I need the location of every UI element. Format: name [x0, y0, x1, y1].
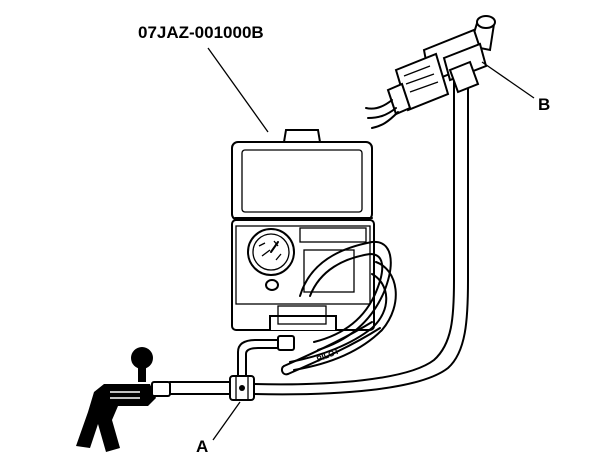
gauge-knob: [265, 279, 279, 291]
tee-fitting: [229, 375, 255, 401]
tester-to-tee-hose: [237, 335, 295, 377]
callout-a-label: A: [196, 437, 208, 456]
pigtail-wires: [365, 99, 399, 129]
connector-b: [386, 15, 496, 116]
callout-b-leader: [481, 61, 535, 99]
tester-case-lid: [231, 129, 373, 221]
long-hose: [251, 77, 469, 396]
vacuum-hand-pump: [76, 347, 171, 452]
pressure-gauge: [247, 228, 295, 276]
part-number-leader: [207, 47, 269, 133]
callout-b-label: B: [538, 95, 550, 114]
callout-a-leader: [212, 401, 241, 441]
pump-hose: [166, 381, 231, 395]
coiled-hoses: [289, 240, 397, 371]
part-number-label: 07JAZ-001000B: [138, 23, 264, 42]
tester-panel: [303, 249, 355, 293]
